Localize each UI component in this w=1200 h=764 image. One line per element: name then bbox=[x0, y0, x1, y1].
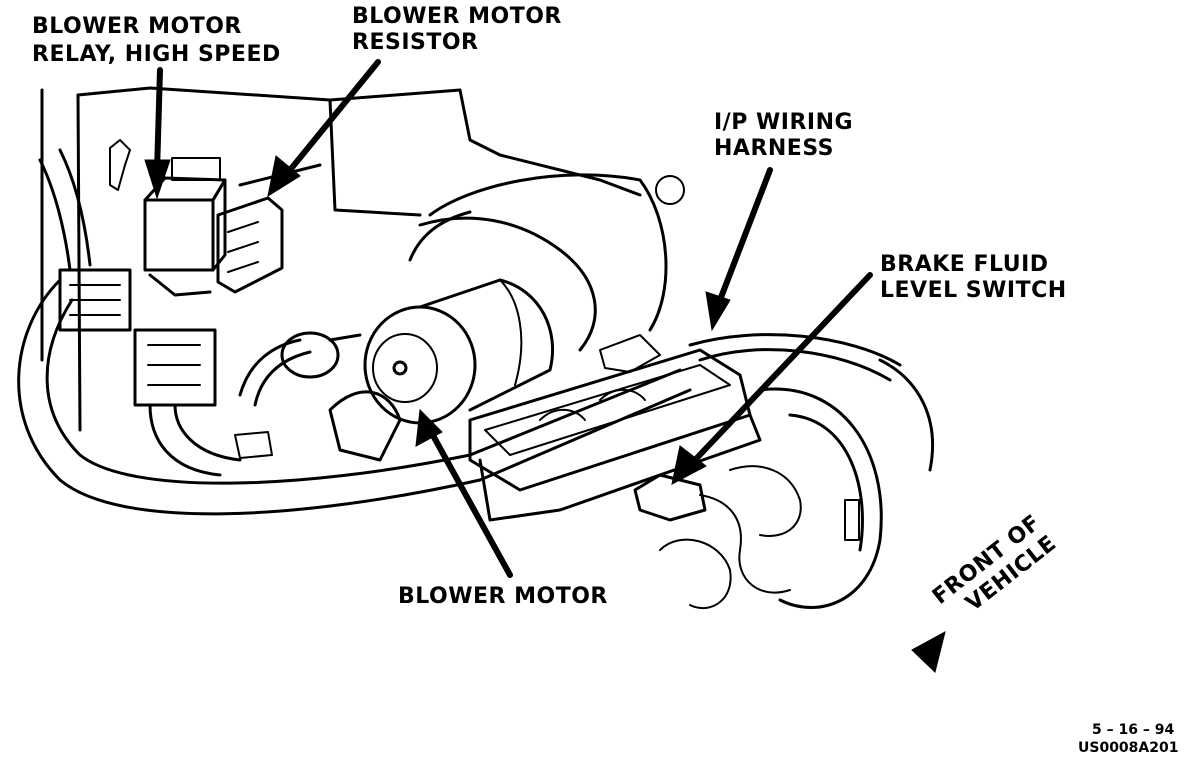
label-relay-line2: RELAY, HIGH SPEED bbox=[32, 42, 281, 67]
left-harness bbox=[17, 148, 692, 516]
arrow-brake-switch bbox=[671, 272, 873, 485]
label-brake-line2: LEVEL SWITCH bbox=[880, 278, 1067, 303]
label-harness-line1: I/P WIRING bbox=[714, 110, 854, 135]
arrow-blower-motor bbox=[415, 408, 513, 578]
label-brake-line1: BRAKE FLUID bbox=[880, 252, 1049, 277]
level-switch-connector bbox=[633, 473, 791, 594]
label-harness-line2: HARNESS bbox=[714, 136, 835, 161]
wheel-assembly bbox=[659, 333, 935, 610]
blower-motor-body bbox=[328, 278, 555, 462]
resistor-component bbox=[216, 196, 284, 294]
arrow-relay bbox=[144, 67, 171, 200]
blower-connector bbox=[238, 331, 362, 407]
footer-code: US0008A201 bbox=[1078, 740, 1179, 756]
label-resistor-line1: BLOWER MOTOR bbox=[352, 4, 562, 29]
label-relay-line1: BLOWER MOTOR bbox=[32, 14, 242, 39]
arrow-front bbox=[911, 631, 946, 673]
label-resistor-line2: RESISTOR bbox=[352, 30, 479, 55]
arrow-resistor bbox=[267, 59, 381, 198]
firewall-panel bbox=[40, 86, 642, 432]
brake-booster bbox=[408, 173, 685, 352]
label-blower-motor: BLOWER MOTOR bbox=[398, 584, 608, 609]
master-cylinder bbox=[468, 334, 762, 522]
arrow-harness bbox=[705, 167, 773, 332]
footer-date: 5 – 16 – 94 bbox=[1092, 722, 1175, 738]
